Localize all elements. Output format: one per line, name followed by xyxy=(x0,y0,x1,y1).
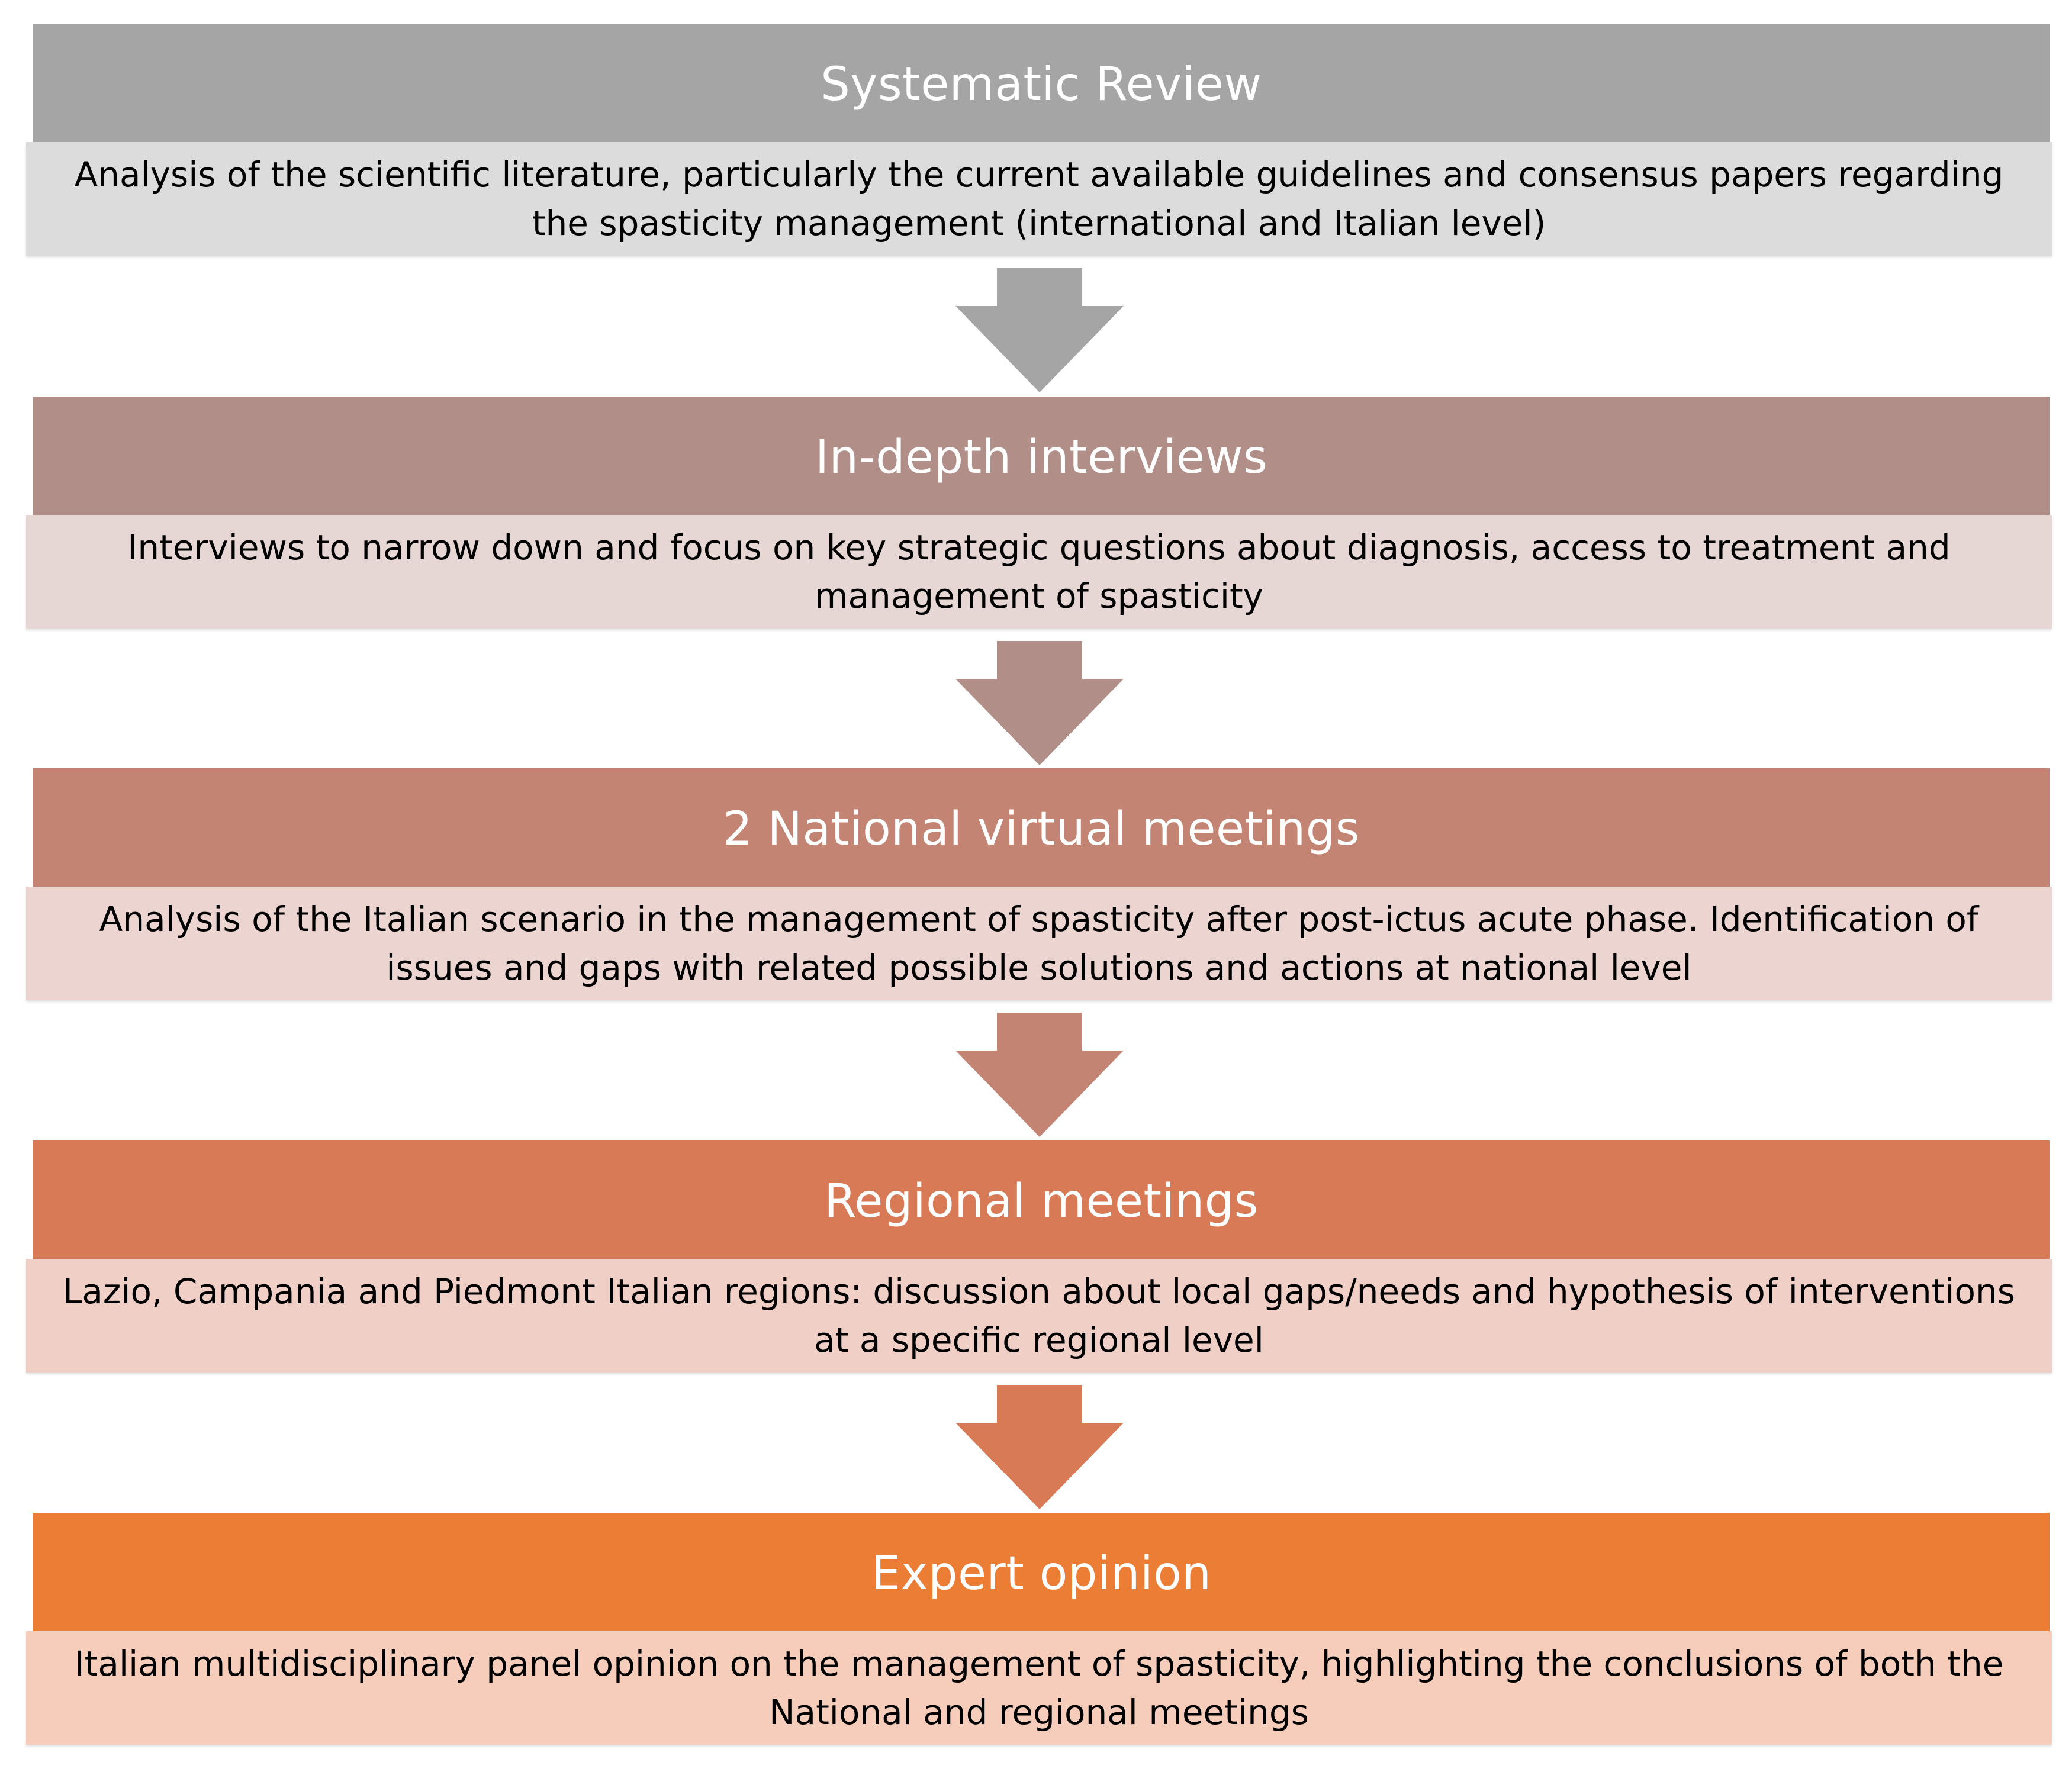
stage-description: Interviews to narrow down and focus on k… xyxy=(127,527,1951,616)
stage-title: Regional meetings xyxy=(824,1175,1259,1228)
arrow-shape xyxy=(955,268,1124,392)
stage-description: Analysis of the Italian scenario in the … xyxy=(99,899,1979,988)
arrow-shape xyxy=(955,1385,1124,1509)
arrow-shape xyxy=(955,641,1124,765)
stage-title: Systematic Review xyxy=(821,58,1262,111)
stage-description-box: Lazio, Campania and Piedmont Italian reg… xyxy=(26,1259,2052,1373)
stage-description: Lazio, Campania and Piedmont Italian reg… xyxy=(63,1271,2015,1360)
down-arrow-icon xyxy=(955,1013,1124,1137)
stage-description: Analysis of the scientific literature, p… xyxy=(74,154,2004,243)
stage-description: Italian multidisciplinary panel opinion … xyxy=(74,1644,2004,1732)
stage-description-box: Analysis of the scientific literature, p… xyxy=(26,142,2052,256)
down-arrow-icon xyxy=(955,1385,1124,1509)
stage-title: In-depth interviews xyxy=(815,431,1267,484)
stage-header: 2 National virtual meetings xyxy=(33,768,2050,890)
stage-header: Expert opinion xyxy=(33,1513,2050,1635)
stage-title: Expert opinion xyxy=(871,1547,1212,1600)
down-arrow-icon xyxy=(955,641,1124,765)
stage-header: In-depth interviews xyxy=(33,397,2050,518)
arrow-shape xyxy=(955,1013,1124,1137)
stage-description-box: Analysis of the Italian scenario in the … xyxy=(26,887,2052,1000)
stage-title: 2 National virtual meetings xyxy=(723,803,1360,856)
stage-description-box: Interviews to narrow down and focus on k… xyxy=(26,515,2052,629)
down-arrow-icon xyxy=(955,268,1124,392)
stage-description-box: Italian multidisciplinary panel opinion … xyxy=(26,1631,2052,1745)
stage-header: Systematic Review xyxy=(33,24,2050,146)
stage-header: Regional meetings xyxy=(33,1140,2050,1262)
